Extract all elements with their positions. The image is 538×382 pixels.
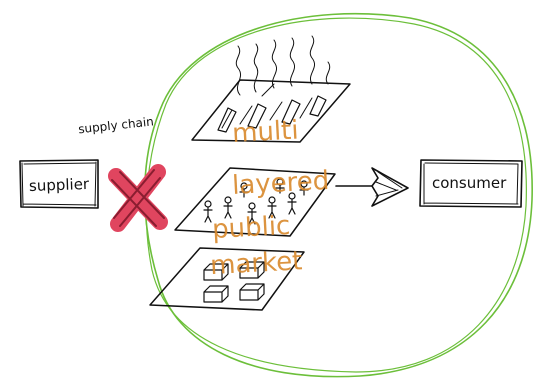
supplier-label: supplier bbox=[29, 175, 91, 195]
broken-chain-cross-icon bbox=[108, 164, 168, 232]
consumer-box: consumer bbox=[419, 159, 523, 208]
flow-arrow-icon bbox=[335, 167, 409, 207]
supply-chain-label: supply chain bbox=[78, 114, 155, 136]
overlay-line-4: market bbox=[209, 246, 303, 281]
supplier-box: supplier bbox=[19, 159, 99, 209]
overlay-line-3: public bbox=[211, 211, 291, 245]
market-circle bbox=[143, 12, 533, 378]
layer-bottom bbox=[149, 247, 305, 311]
overlay-line-1: multi bbox=[231, 116, 299, 149]
consumer-label: consumer bbox=[432, 174, 507, 192]
layer-top bbox=[191, 35, 351, 143]
overlay-line-2: layered bbox=[231, 166, 330, 201]
overlay-text: multi layered public market bbox=[209, 116, 330, 282]
layer-middle bbox=[174, 167, 336, 237]
